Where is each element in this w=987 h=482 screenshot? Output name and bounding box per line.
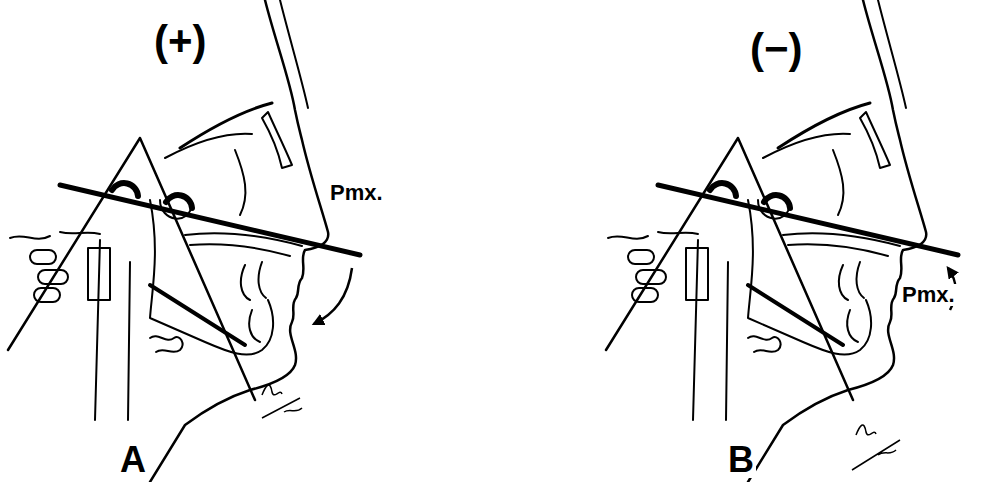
head-profile-a (8, 0, 360, 482)
rotation-arrow (314, 268, 352, 324)
head-profile-b (606, 0, 958, 482)
part-label: Pmx. (900, 284, 957, 306)
signature-mark (262, 385, 302, 418)
panel-letter: B (726, 442, 756, 478)
sign-label: (+) (152, 20, 209, 62)
panel-letter: A (118, 442, 148, 478)
signature-mark (852, 425, 900, 470)
part-label: Pmx. (328, 182, 385, 204)
sign-label: (−) (748, 28, 805, 70)
